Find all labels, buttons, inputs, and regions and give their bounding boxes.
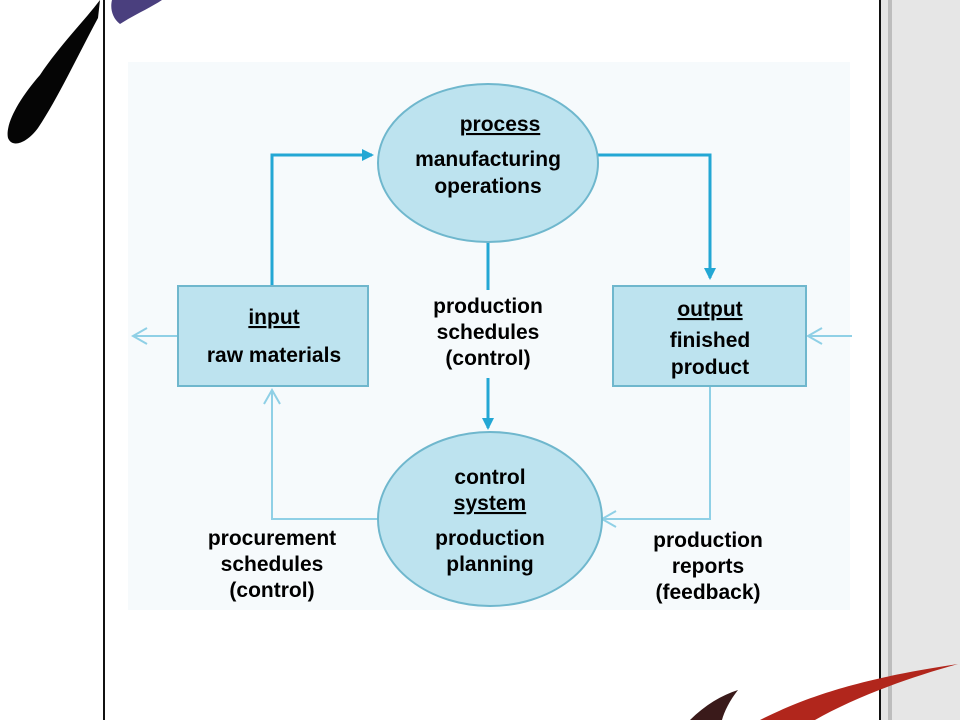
process-node: process manufacturing operations — [377, 83, 599, 243]
control-heading-line1: control — [454, 466, 525, 489]
process-line1: manufacturing — [415, 148, 561, 171]
input-heading: input — [248, 306, 299, 329]
output-box — [612, 285, 807, 387]
production-reports-line1: production — [653, 529, 763, 552]
decorative-swoosh-top-left — [7, 0, 162, 144]
control-heading-line2: system — [454, 492, 526, 515]
process-heading: process — [460, 113, 541, 136]
arrow-control-to-input — [272, 390, 378, 520]
output-heading: output — [677, 298, 742, 321]
arrow-input-to-process — [270, 149, 374, 286]
production-schedules-line1: production — [433, 295, 543, 318]
control-node: control system production planning — [377, 431, 603, 607]
edge-label-procurement-schedules: procurement schedules (control) — [208, 527, 336, 602]
black-swoosh-shape — [7, 0, 100, 144]
control-line2: planning — [446, 553, 534, 576]
edge-label-production-reports: production reports (feedback) — [653, 529, 763, 604]
arrow-output-to-control — [602, 386, 711, 519]
arrow-process-to-output — [598, 153, 716, 280]
procurement-schedules-line1: procurement — [208, 527, 336, 550]
procurement-schedules-line2: schedules — [221, 553, 324, 576]
input-box — [177, 285, 369, 387]
output-line2: product — [671, 356, 749, 379]
output-node: output finished product — [612, 285, 807, 387]
control-ellipse — [377, 431, 603, 607]
connectors — [133, 149, 852, 520]
purple-swoosh-shape — [111, 0, 162, 24]
dark-swoosh-shape — [690, 690, 738, 720]
procurement-schedules-line3: (control) — [229, 579, 314, 602]
red-swoosh-shape — [760, 664, 958, 720]
process-line2: operations — [434, 175, 541, 198]
decorative-swoosh-bottom-right — [690, 664, 958, 720]
production-reports-line3: (feedback) — [655, 581, 760, 604]
right-gutter — [880, 0, 960, 720]
input-line1: raw materials — [207, 344, 341, 367]
production-schedules-line3: (control) — [445, 347, 530, 370]
output-line1: finished — [670, 329, 751, 352]
edge-label-production-schedules: production schedules (control) — [433, 295, 543, 370]
production-schedules-line2: schedules — [437, 321, 540, 344]
production-reports-line2: reports — [672, 555, 744, 578]
process-ellipse — [377, 83, 599, 243]
input-node: input raw materials — [177, 285, 369, 387]
control-line1: production — [435, 527, 545, 550]
